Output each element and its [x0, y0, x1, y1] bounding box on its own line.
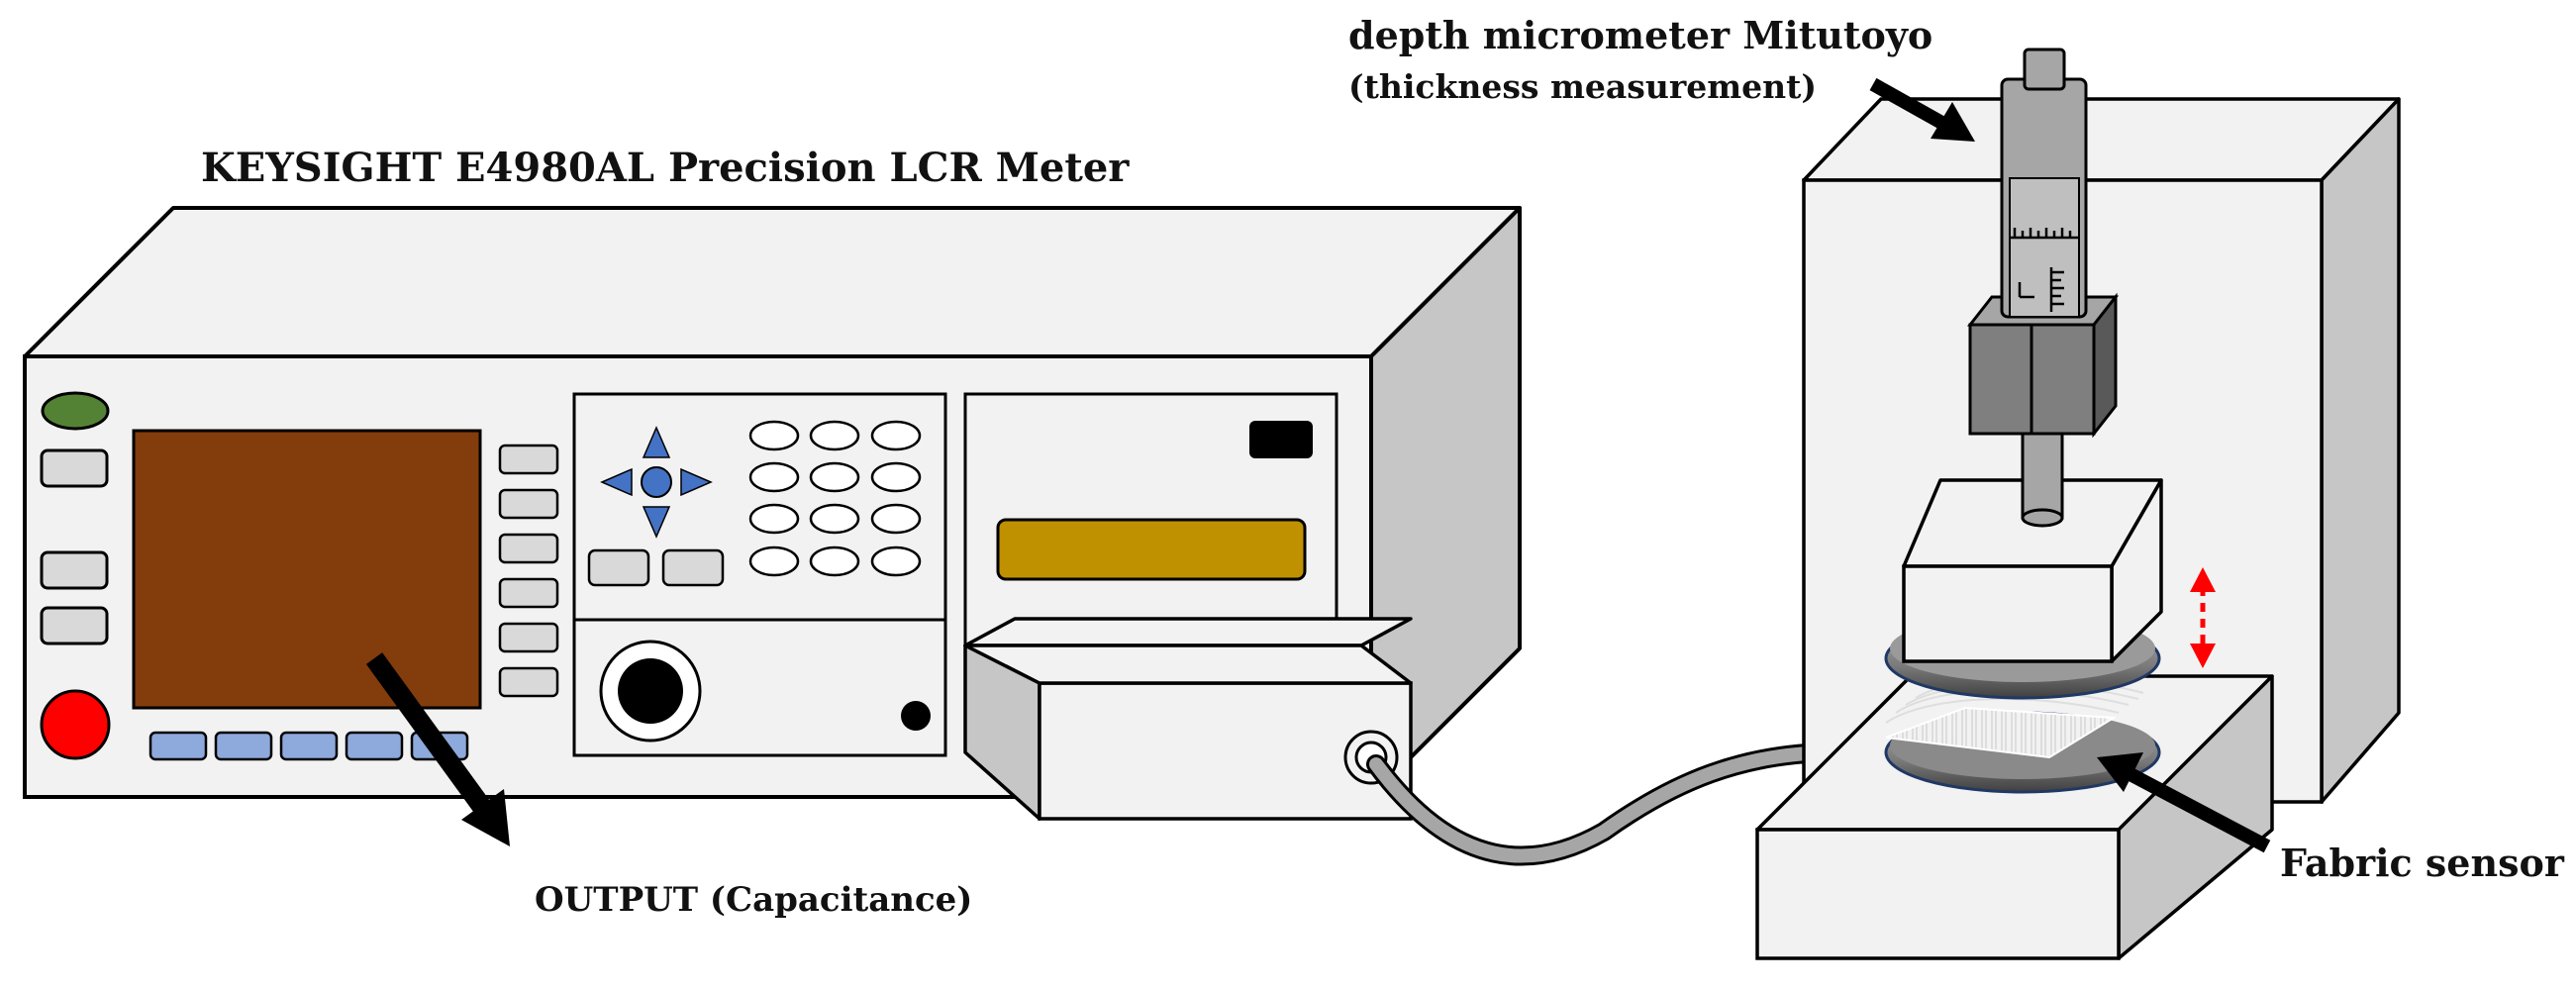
- key[interactable]: [870, 503, 922, 535]
- side-softkey-4[interactable]: [498, 577, 559, 609]
- keypad-button-left[interactable]: [587, 548, 650, 587]
- side-softkeys: [498, 444, 559, 698]
- lcr-meter-label: KEYSIGHT E4980AL Precision LCR Meter: [201, 145, 1130, 191]
- lcr-display-screen: [132, 429, 482, 710]
- micrometer-label: depth micrometer Mitutoyo: [1348, 13, 1932, 57]
- softkey-2[interactable]: [214, 731, 273, 761]
- key[interactable]: [748, 545, 800, 577]
- pointer-arrow-micrometer: [1869, 77, 1975, 142]
- left-button-2[interactable]: [40, 550, 109, 590]
- side-softkey-1[interactable]: [498, 444, 559, 475]
- micrometer-sleeve: [2009, 177, 2080, 318]
- coaxial-cable-fill: [1369, 745, 1843, 863]
- lcr-meter-top: [23, 206, 1522, 358]
- four-way-arrow-icon[interactable]: [600, 426, 713, 539]
- key[interactable]: [870, 545, 922, 577]
- key[interactable]: [748, 503, 800, 535]
- fixture-top-face: [963, 644, 1413, 685]
- clamp-front-right: [2030, 323, 2096, 436]
- small-knob[interactable]: [901, 701, 931, 731]
- key[interactable]: [748, 461, 800, 493]
- pointer-arrow-output: [365, 652, 510, 846]
- softkey-4[interactable]: [345, 731, 404, 761]
- key[interactable]: [809, 503, 860, 535]
- micrometer-stand: [1755, 48, 2401, 960]
- amber-display: [996, 518, 1307, 581]
- stand-top: [1802, 97, 2401, 182]
- left-button-3[interactable]: [40, 606, 109, 645]
- key[interactable]: [809, 461, 860, 493]
- side-softkey-2[interactable]: [498, 488, 559, 520]
- test-fixture: [963, 617, 1413, 821]
- base-front: [1755, 828, 2121, 960]
- side-softkey-5[interactable]: [498, 622, 559, 653]
- rotary-knob-icon[interactable]: [599, 640, 702, 743]
- key[interactable]: [748, 420, 800, 451]
- status-led: [41, 391, 110, 431]
- softkey-1[interactable]: [149, 731, 208, 761]
- keypad-button-right[interactable]: [661, 548, 725, 587]
- press-block-front: [1902, 564, 2114, 663]
- spindle-tip: [2021, 508, 2064, 528]
- usb-port: [1249, 421, 1313, 458]
- key[interactable]: [870, 461, 922, 493]
- fixture-top: [963, 617, 1413, 647]
- stand-side: [2320, 97, 2401, 804]
- pointer-arrow-fabric-sensor: [2097, 752, 2271, 853]
- compression-motion-arrow: [2190, 567, 2216, 668]
- lcr-meter: [23, 206, 1522, 799]
- micrometer-cap: [2023, 48, 2066, 91]
- side-softkey-3[interactable]: [498, 533, 559, 564]
- numeric-keypad: [748, 420, 922, 577]
- clamp-front-left: [1968, 323, 2033, 436]
- side-softkey-6[interactable]: [498, 666, 559, 698]
- fabric-sensor-label: Fabric sensor: [2280, 841, 2565, 885]
- key[interactable]: [809, 545, 860, 577]
- power-button[interactable]: [40, 689, 111, 760]
- softkey-3[interactable]: [279, 731, 339, 761]
- micrometer-scale: [2010, 228, 2079, 312]
- micrometer-sublabel: (thickness measurement): [1348, 67, 1817, 106]
- left-button-1[interactable]: [40, 448, 109, 488]
- key[interactable]: [809, 420, 860, 451]
- key[interactable]: [870, 420, 922, 451]
- output-label: OUTPUT (Capacitance): [535, 880, 972, 920]
- fabric-sensor-sample: [1885, 706, 2118, 759]
